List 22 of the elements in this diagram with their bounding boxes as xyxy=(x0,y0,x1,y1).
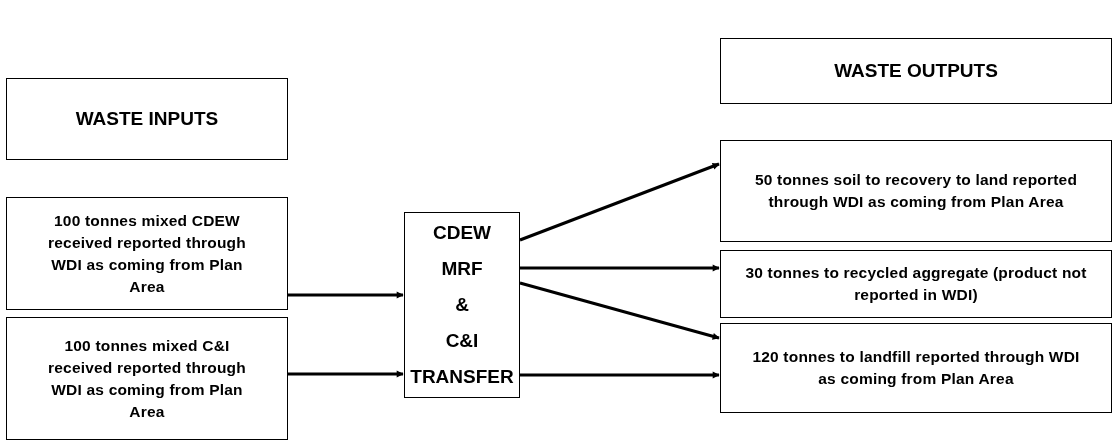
box-label: WASTE INPUTS xyxy=(75,108,219,130)
process-box xyxy=(6,317,288,440)
process-box xyxy=(720,323,1112,413)
box-label: 120 tonnes to landfill reported through WDI as coming from Plan Area xyxy=(751,347,1081,389)
process-box xyxy=(404,212,520,398)
process-box xyxy=(720,140,1112,242)
arrow xyxy=(520,371,720,379)
box-label: 30 tonnes to recycled aggregate (product not reported in WDI) xyxy=(744,263,1088,305)
arrow xyxy=(519,281,720,340)
box-label: 50 tonnes soil to recovery to land reported through WDI as coming from Plan Area xyxy=(753,170,1079,212)
arrow xyxy=(288,291,404,299)
box-label: 100 tonnes mixed CDEW received reported through WDI as coming from Plan Area xyxy=(47,210,247,297)
box-label: 100 tonnes mixed C&I received reported through WDI as coming from Plan Area xyxy=(47,335,247,422)
arrow xyxy=(288,370,404,378)
process-box xyxy=(6,197,288,310)
arrow xyxy=(519,162,720,242)
process-box xyxy=(720,250,1112,318)
arrow xyxy=(520,264,720,272)
box-label: CDEW MRF & C&I TRANSFER xyxy=(410,221,514,389)
box-label: WASTE OUTPUTS xyxy=(834,60,998,82)
heading-box xyxy=(720,38,1112,104)
heading-box xyxy=(6,78,288,160)
